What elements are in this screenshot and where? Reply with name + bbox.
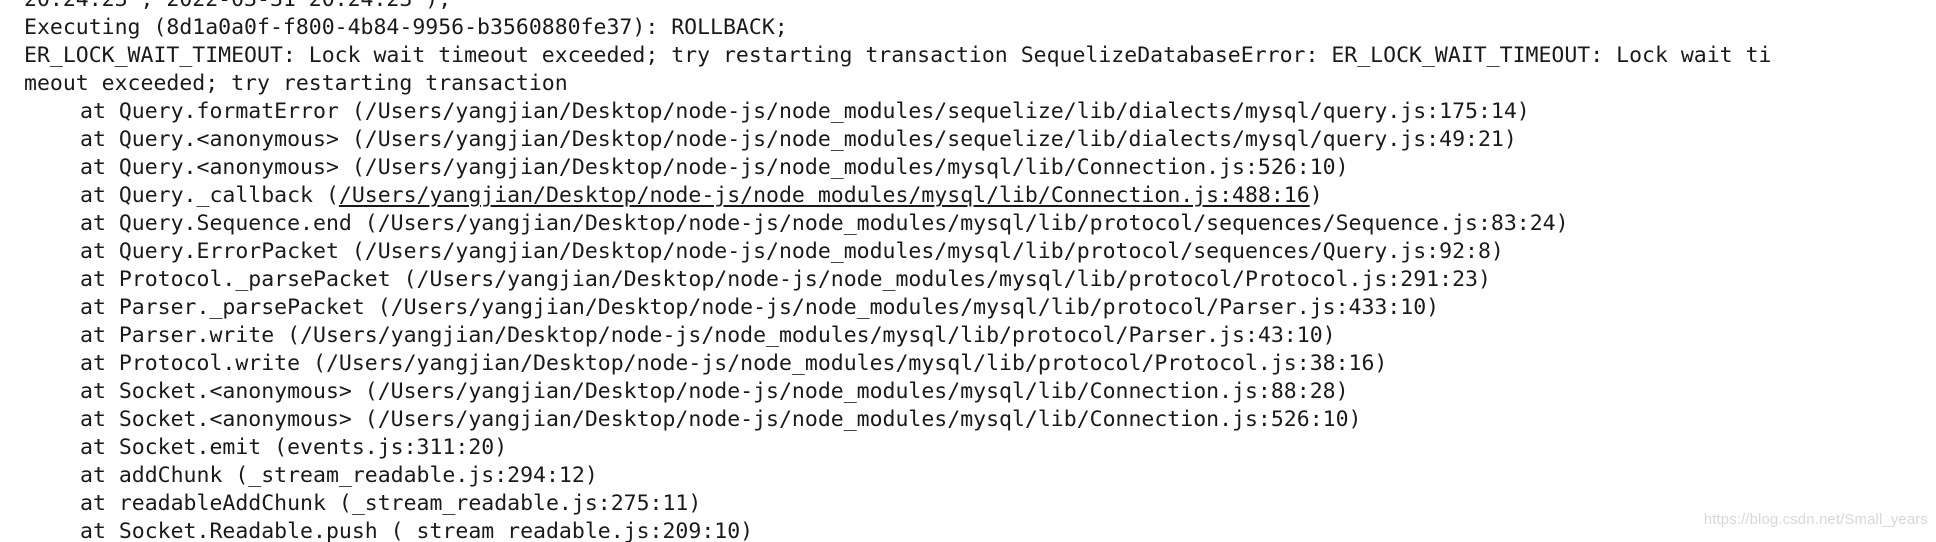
stack-frame: at Query.formatError (/Users/yangjian/De… [80, 99, 1530, 124]
error-message-line-2: meout exceeded; try restarting transacti… [24, 71, 568, 96]
partial-top-line: 20:24:23 , 2022-03-31 20:24:23'); [24, 0, 1771, 14]
stack-frame: at Protocol._parsePacket (/Users/yangjia… [80, 267, 1491, 292]
stack-frame: at Socket.<anonymous> (/Users/yangjian/D… [80, 407, 1362, 432]
terminal-text: 20:24:23 , 2022-03-31 20:24:23');Executi… [24, 0, 1771, 542]
stack-frame: at addChunk (_stream_readable.js:294:12) [80, 463, 598, 488]
stack-frame: at Parser._parsePacket (/Users/yangjian/… [80, 295, 1440, 320]
stack-frame: at Query.Sequence.end (/Users/yangjian/D… [80, 211, 1569, 236]
watermark: https://blog.csdn.net/Small_years [1703, 511, 1928, 528]
stack-frame: at Socket.emit (events.js:311:20) [80, 435, 508, 460]
stack-frame: at Query._callback (/Users/yangjian/Desk… [80, 183, 1323, 208]
file-path-link[interactable]: /Users/yangjian/Desktop/node-js/node_mod… [338, 183, 1310, 208]
stack-frame: at Protocol.write (/Users/yangjian/Deskt… [80, 351, 1388, 376]
stack-frame: at Parser.write (/Users/yangjian/Desktop… [80, 323, 1336, 348]
stack-frame: at Query.ErrorPacket (/Users/yangjian/De… [80, 239, 1504, 264]
stack-frame: at Socket.<anonymous> (/Users/yangjian/D… [80, 379, 1349, 404]
stack-frame: at Socket.Readable.push (_stream_readabl… [80, 519, 754, 542]
stack-frame: at Query.<anonymous> (/Users/yangjian/De… [80, 155, 1349, 180]
error-message-line-1: ER_LOCK_WAIT_TIMEOUT: Lock wait timeout … [24, 43, 1772, 68]
stack-frame: at Query.<anonymous> (/Users/yangjian/De… [80, 127, 1517, 152]
executing-rollback-line: Executing (8d1a0a0f-f800-4b84-9956-b3560… [24, 15, 788, 40]
stack-frame: at readableAddChunk (_stream_readable.js… [80, 491, 702, 516]
